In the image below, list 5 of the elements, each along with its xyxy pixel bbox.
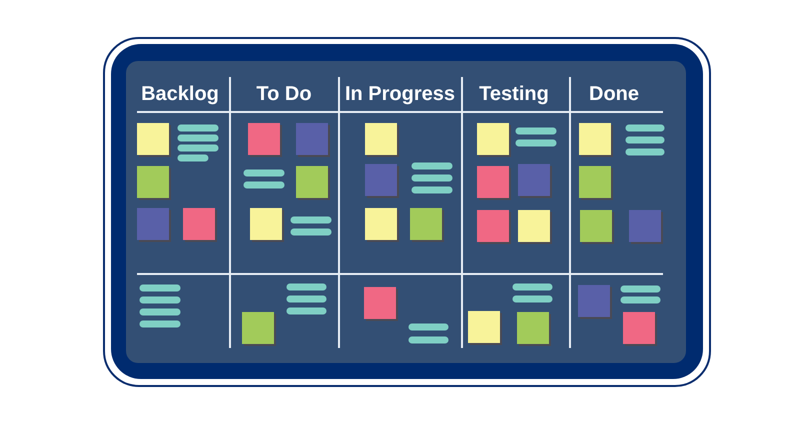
column-heading: Backlog	[141, 82, 219, 107]
column-heading: To Do	[256, 82, 312, 107]
column-heading: In Progress	[344, 82, 456, 107]
column-heading: Testing	[479, 82, 549, 107]
column-heading: Done	[589, 82, 639, 107]
